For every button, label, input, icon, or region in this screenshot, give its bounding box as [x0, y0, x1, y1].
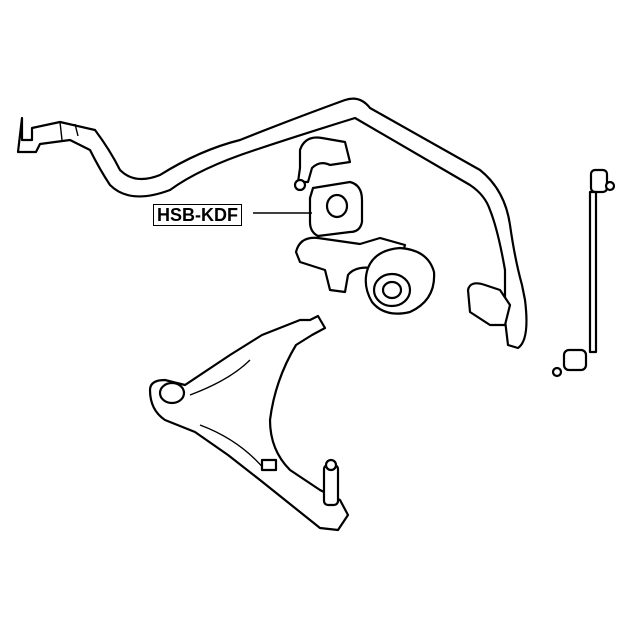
stabilizer-bracket [293, 136, 352, 192]
stabilizer-link [551, 168, 616, 378]
control-arm-bushing [294, 236, 436, 315]
lower-control-arm [148, 314, 350, 532]
stabilizer-bar [16, 97, 528, 350]
stabilizer-bushing [308, 180, 364, 238]
part-number-label: HSB-KDF [153, 204, 242, 226]
